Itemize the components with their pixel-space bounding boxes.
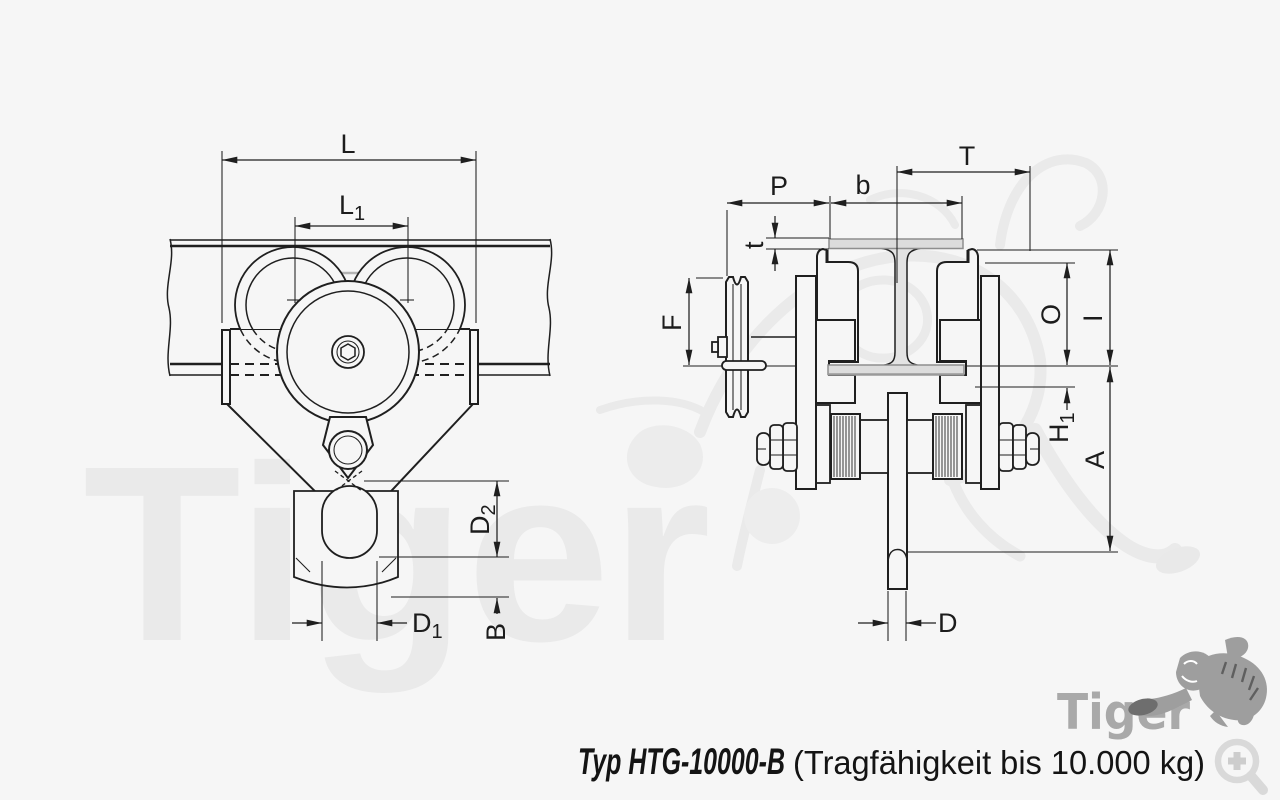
adjusting-nuts-left [756,422,798,472]
dim-label-F: F [657,315,687,332]
adjusting-nuts-right [998,422,1040,472]
title-block: Typ HTG-10000-B (Tragfähigkeit bis 10.00… [578,741,1205,782]
zoom-icon[interactable] [1214,738,1268,795]
beam-bottom-flange [827,364,965,376]
side-guard-left [221,329,231,405]
dim-label-t: t [739,241,769,249]
brand-footer: Tiger [1057,636,1268,795]
side-plate-right [980,275,1000,490]
wheel-boss-left [815,404,831,484]
logo-text: Tiger [1057,684,1191,741]
dim-label-L: L [340,129,355,159]
title-capacity: (Tragfähigkeit bis 10.000 kg) [793,744,1205,781]
watermark-layer: Tiger [83,154,1200,693]
wheel-boss-right [965,404,982,484]
dim-label-b: b [855,170,870,200]
side-plate-housing [276,280,420,424]
dim-label-D2: D2 [465,504,500,535]
front-view: L L1 D2 B D1 [166,129,553,643]
dim-label-H1: H1 [1044,412,1079,443]
load-bar-side [887,392,908,590]
dim-label-D1: D1 [412,608,443,643]
side-dimensions: T P b t F O I H1 [657,141,1118,641]
beam-top-flange [828,238,964,250]
side-view: T P b t F O I H1 [657,141,1118,641]
thread-section-right [932,413,963,480]
side-guard-right [469,329,479,405]
title-model: Typ HTG-10000-B [578,741,785,782]
beam-section [827,238,965,376]
front-dimensions: L L1 D2 B D1 [221,129,511,643]
chain-guide-bar [721,360,767,371]
thread-section-left [830,413,861,480]
dim-label-L1: L1 [339,190,365,225]
flange-claw-right [939,319,993,404]
dim-label-D: D [938,608,958,638]
side-plate-left [795,275,817,490]
dim-label-P: P [770,171,788,201]
load-eye-slot [321,485,378,559]
beam-break-left [166,238,173,377]
dim-label-T: T [959,141,976,171]
dim-label-O: O [1036,304,1066,325]
hub-hex-bolt [340,343,356,361]
dim-label-I: I [1078,314,1108,322]
tiger-logo-icon [1128,636,1268,727]
load-bar-front [293,470,399,589]
hand-chain-wheel [711,276,796,418]
traverse-spindle [815,404,982,484]
dim-label-B: B [481,623,511,641]
beam-break-right [546,238,553,377]
suspension-nut [321,416,375,480]
dim-label-A: A [1080,451,1110,469]
